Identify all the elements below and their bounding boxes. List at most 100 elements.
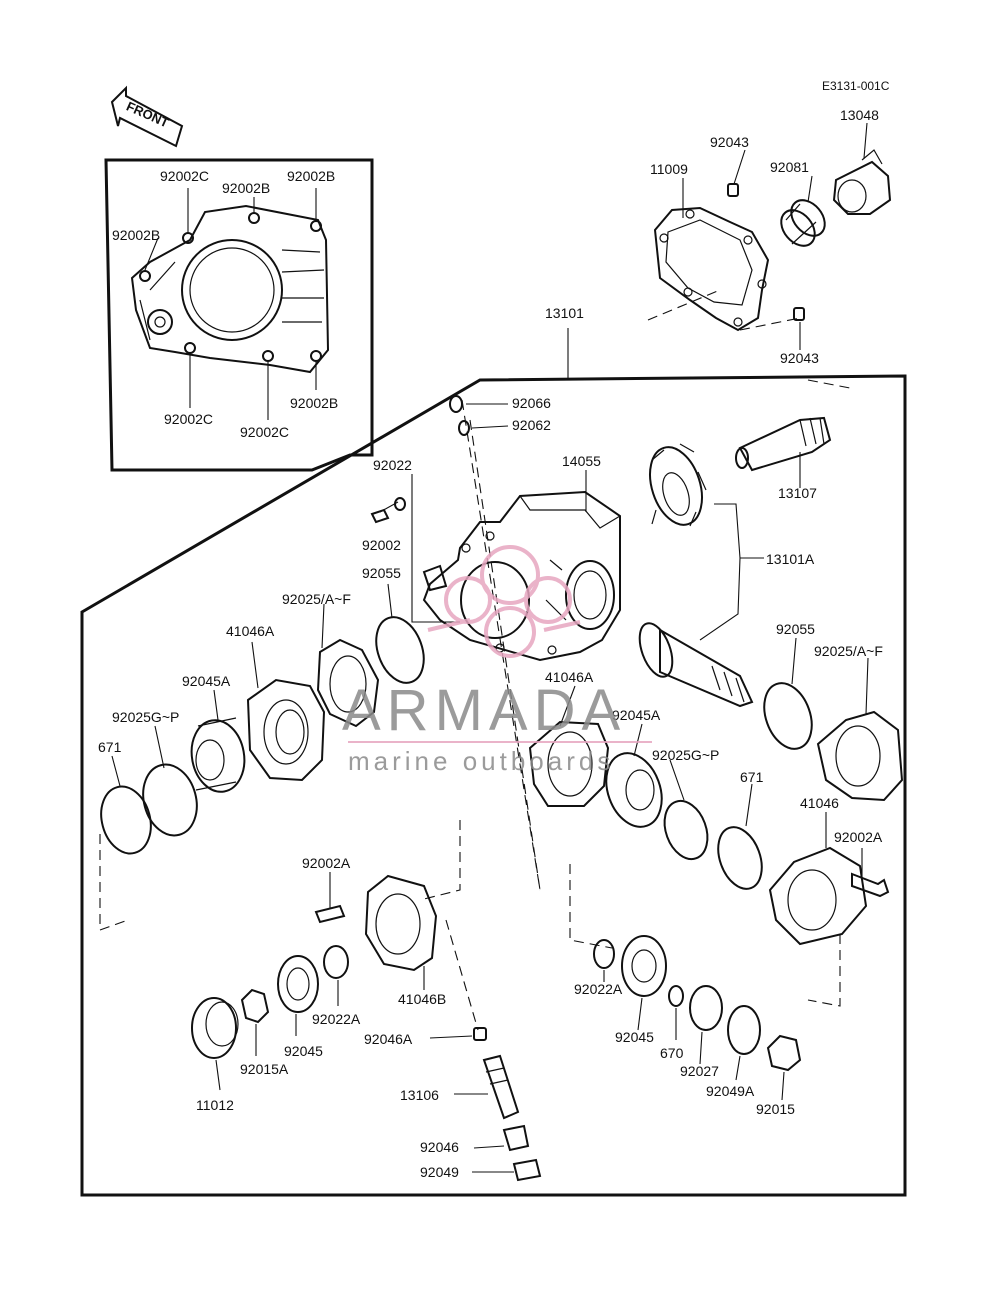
front-arrow-icon: FRONT	[110, 85, 184, 148]
inset-box	[104, 158, 374, 472]
label: 92002A	[302, 855, 351, 871]
label: 92015	[756, 1101, 795, 1117]
label: 92049	[420, 1164, 459, 1180]
collar-92049a	[727, 1005, 761, 1055]
label: 92002C	[240, 424, 289, 440]
oring-671-left	[100, 785, 152, 855]
shim-92022a-left	[323, 945, 349, 979]
label: 92045	[615, 1029, 654, 1045]
housing-41046b	[364, 874, 438, 972]
bush-92046	[502, 1124, 530, 1152]
label: 13101A	[766, 551, 815, 567]
bearing-92045a-left	[190, 719, 246, 793]
label: 92015A	[240, 1061, 289, 1077]
label: 92045A	[612, 707, 661, 723]
label: 92002B	[112, 227, 160, 243]
bolt-92002a-left	[314, 904, 346, 924]
oring-92055-left	[375, 616, 425, 684]
watermark-tagline: marine outboards	[348, 746, 614, 776]
label: 92062	[512, 417, 551, 433]
watermark-logo-icon	[427, 545, 581, 658]
oring-92055-right	[763, 682, 813, 750]
gasket-92025af-left	[316, 638, 380, 728]
bolt-92002a-right	[851, 872, 890, 898]
assembly-frame	[80, 374, 907, 1197]
label: 92025G~P	[112, 709, 179, 725]
label: 92002C	[160, 168, 209, 184]
bolt-hole-5	[184, 342, 196, 354]
label: 92025G~P	[652, 747, 719, 763]
housing-41046	[768, 846, 868, 946]
housing-41046a-left	[246, 678, 326, 782]
diagram-code: E3131-001C	[822, 79, 890, 93]
inset-manifold-drawing	[130, 204, 330, 374]
oring-670	[668, 985, 684, 1007]
bearing-92045-right	[621, 935, 667, 997]
label: 92002	[362, 537, 401, 553]
center-bearing-stack	[528, 720, 763, 890]
shim-92022a-right	[593, 939, 615, 969]
plug-92062	[458, 420, 509, 436]
plug-92066	[449, 395, 508, 413]
label: 14055	[562, 453, 601, 469]
label: 92043	[780, 350, 819, 366]
bush-92046a	[473, 1027, 487, 1041]
bolt-hole-3	[310, 220, 322, 232]
label: 41046A	[545, 669, 594, 685]
housing-13048	[832, 149, 892, 215]
label: 92066	[512, 395, 551, 411]
bearing-92045-left	[277, 955, 319, 1013]
label: 92002B	[290, 395, 338, 411]
label: 13101	[545, 305, 584, 321]
washer-92022	[394, 497, 406, 511]
left-bearing-stack	[100, 616, 425, 855]
part-labels: 92002C 92002B 92002B 92002B 92002C 92002…	[98, 107, 883, 1180]
label: 671	[98, 739, 122, 755]
top-right-parts	[647, 122, 892, 350]
label: 92027	[680, 1063, 719, 1079]
watermark-brand: ARMADA	[342, 678, 626, 743]
label: 13048	[840, 107, 879, 123]
label: 92025/A~F	[282, 591, 351, 607]
label: 92043	[710, 134, 749, 150]
nut-92015a	[240, 988, 270, 1024]
gasket-11009	[653, 206, 770, 332]
shaft-13107	[735, 416, 832, 472]
bolt-92002	[370, 508, 390, 524]
label: 41046A	[226, 623, 275, 639]
nut-92015	[766, 1034, 802, 1072]
seal-92081	[780, 199, 826, 247]
oring-671-right	[717, 826, 763, 890]
label: 92025/A~F	[814, 643, 883, 659]
label: 92046A	[364, 1031, 413, 1047]
bearing-92045a-center	[605, 752, 663, 828]
label: 670	[660, 1045, 684, 1061]
bolt-hole-2	[248, 212, 260, 224]
front-arrow-label: FRONT	[124, 99, 171, 131]
lower-left-stack	[191, 874, 438, 1059]
gasket-92025af-right	[816, 710, 904, 802]
label: 13107	[778, 485, 817, 501]
label: 92002C	[164, 411, 213, 427]
label: 41046	[800, 795, 839, 811]
label: 92022A	[312, 1011, 361, 1027]
label: 92045	[284, 1043, 323, 1059]
gear-set-13101a	[638, 443, 754, 708]
label: 92002B	[287, 168, 335, 184]
label: 92055	[776, 621, 815, 637]
label: 13106	[400, 1087, 439, 1103]
label: 41046B	[398, 991, 446, 1007]
bolt-hole-6	[262, 350, 274, 362]
collar-92043-a	[727, 183, 739, 197]
bearing-92027	[689, 985, 723, 1031]
watermark: ARMADA marine outboards	[342, 545, 652, 776]
label: 92081	[770, 159, 809, 175]
lower-right-stack	[593, 935, 802, 1072]
collar-92049	[512, 1158, 542, 1182]
label: 11012	[196, 1097, 234, 1113]
label: 92002A	[834, 829, 883, 845]
label: 92046	[420, 1139, 459, 1155]
label: 92049A	[706, 1083, 755, 1099]
collar-92043-b	[793, 307, 805, 321]
